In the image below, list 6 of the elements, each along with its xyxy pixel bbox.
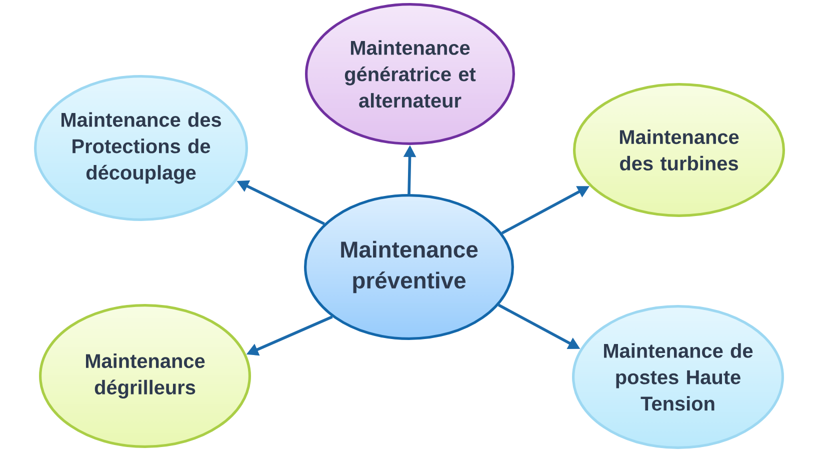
ellipse-node: Maintenance des Protections de découplage xyxy=(34,75,248,221)
ellipse-node: Maintenance préventive xyxy=(304,194,514,340)
ellipse-node: Maintenance des turbines xyxy=(573,83,785,217)
ellipse-node: Maintenance dégrilleurs xyxy=(39,304,252,448)
ellipse-node: Maintenance génératrice et alternateur xyxy=(305,3,515,145)
ellipse-node: Maintenance de postes Haute Tension xyxy=(572,304,784,449)
